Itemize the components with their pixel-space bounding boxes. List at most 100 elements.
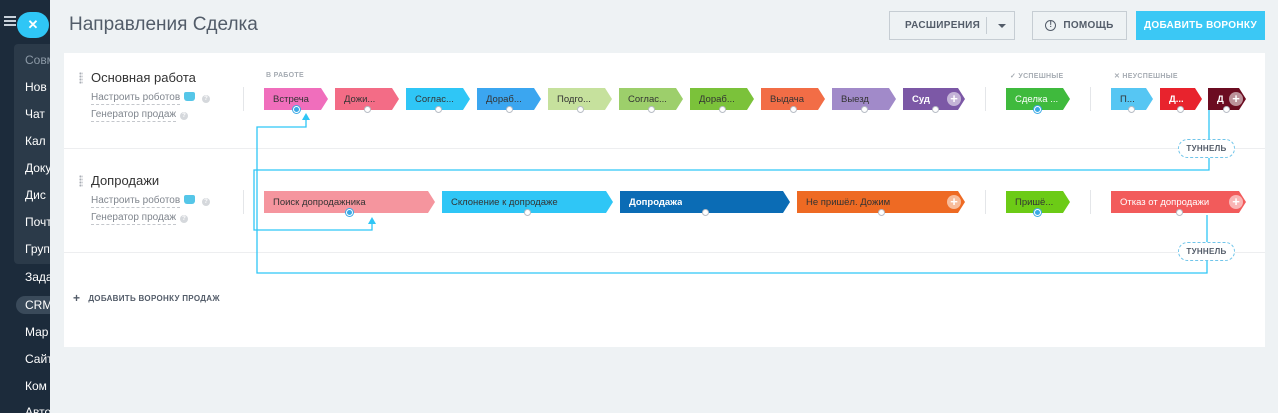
- close-button[interactable]: ✕: [17, 12, 49, 38]
- drag-handle[interactable]: [79, 72, 83, 84]
- divider: [985, 87, 986, 111]
- stage-connector-dot[interactable]: [790, 106, 797, 113]
- stage-label: Пришё...: [1015, 196, 1054, 208]
- sidebar-item[interactable]: Сайт: [25, 352, 50, 366]
- stage-connector-dot[interactable]: [506, 106, 513, 113]
- sidebar-highlight: [14, 44, 50, 264]
- generator-link[interactable]: Генератор продаж: [91, 212, 177, 225]
- help-label: ПОМОЩЬ: [1063, 20, 1114, 31]
- stage-connector-dot[interactable]: [1223, 106, 1230, 113]
- help-icon[interactable]: ?: [180, 112, 188, 120]
- stage-label: Не пришёл. Дожим: [806, 196, 891, 208]
- stage-label: Сделка ...: [1015, 93, 1059, 105]
- sidebar-item-crm[interactable]: CRM: [16, 296, 50, 314]
- divider: [985, 190, 986, 214]
- stage-connector-dot[interactable]: [524, 209, 531, 216]
- stage-success[interactable]: Сделка ...: [1006, 88, 1070, 110]
- stage-connector-dot[interactable]: [702, 209, 709, 216]
- sidebar-item[interactable]: Доку: [25, 161, 50, 175]
- stage-connector-dot[interactable]: [878, 209, 885, 216]
- robots-link[interactable]: Настроить роботов: [91, 195, 181, 208]
- close-icon: ✕: [27, 17, 39, 32]
- divider: [1090, 190, 1091, 214]
- sidebar-item[interactable]: Почт: [25, 215, 50, 229]
- help-icon: !: [1045, 20, 1057, 31]
- stage-connector-dot[interactable]: [648, 106, 655, 113]
- robot-icon: [184, 92, 195, 101]
- stage-label: Выезд: [841, 93, 869, 105]
- stage-connector-dot[interactable]: [364, 106, 371, 113]
- plus-icon[interactable]: +: [1229, 92, 1243, 106]
- help-button[interactable]: ! ПОМОЩЬ: [1032, 11, 1127, 40]
- add-funnel-button[interactable]: ДОБАВИТЬ ВОРОНКУ: [1136, 11, 1265, 40]
- stage-label: Отказ от допродажи: [1120, 196, 1210, 208]
- stage[interactable]: Дожи...: [335, 88, 399, 110]
- chevron-down-icon[interactable]: [998, 24, 1006, 28]
- help-icon[interactable]: ?: [202, 95, 210, 103]
- stage-label: Допродажа: [629, 196, 683, 208]
- help-icon[interactable]: ?: [202, 198, 210, 206]
- stage[interactable]: Соглас...: [619, 88, 683, 110]
- group-label-success: ✓ УСПЕШНЫЕ: [1010, 73, 1064, 80]
- stage-label: Подго...: [557, 93, 591, 105]
- stage[interactable]: Соглас...: [406, 88, 470, 110]
- sidebar-item[interactable]: Чат: [25, 107, 45, 121]
- stage-label: Склонение к допродаже: [451, 196, 558, 208]
- stage-connector-dot[interactable]: [1128, 106, 1135, 113]
- stage[interactable]: Встреча: [264, 88, 328, 110]
- sidebar-item[interactable]: Груп: [25, 242, 50, 256]
- stage-connector-dot[interactable]: [1177, 106, 1184, 113]
- plus-icon[interactable]: +: [947, 92, 961, 106]
- stage-label: Дораб...: [486, 93, 522, 105]
- sidebar-item[interactable]: Ком: [25, 379, 47, 393]
- stage-connector-dot[interactable]: [932, 106, 939, 113]
- robots-link[interactable]: Настроить роботов: [91, 92, 181, 105]
- help-icon[interactable]: ?: [180, 215, 188, 223]
- stage-connector-dot[interactable]: [1176, 209, 1183, 216]
- sidebar-item[interactable]: Авто: [25, 405, 50, 413]
- stage-label: Выдача: [770, 93, 805, 105]
- stage-connector-dot[interactable]: [719, 106, 726, 113]
- sidebar-item[interactable]: Зада: [25, 270, 50, 284]
- extensions-button[interactable]: РАСШИРЕНИЯ: [889, 11, 1015, 40]
- stage[interactable]: Подго...: [548, 88, 612, 110]
- sidebar-item[interactable]: Кал: [25, 134, 46, 148]
- app-sidebar: Совм Нов Чат Кал Доку Дис Почт Груп Зада…: [0, 0, 50, 413]
- plus-icon[interactable]: +: [1229, 195, 1243, 209]
- stage[interactable]: Выезд: [832, 88, 896, 110]
- sidebar-item[interactable]: Мар: [25, 325, 49, 339]
- stage-connector-dot[interactable]: [861, 106, 868, 113]
- generator-link[interactable]: Генератор продаж: [91, 109, 177, 122]
- stage-fail[interactable]: П...: [1111, 88, 1153, 110]
- stage-label: П...: [1120, 93, 1135, 105]
- divider: [1090, 87, 1091, 111]
- stage-connector-dot[interactable]: [1034, 209, 1041, 216]
- sidebar-item[interactable]: Дис: [25, 188, 46, 202]
- funnel-name[interactable]: Основная работа: [91, 70, 196, 85]
- stage[interactable]: Дораб...: [690, 88, 754, 110]
- stage-connector-dot[interactable]: [293, 106, 300, 113]
- menu-icon[interactable]: [4, 16, 16, 27]
- stage-connector-dot[interactable]: [1034, 106, 1041, 113]
- stage-connector-dot[interactable]: [346, 209, 353, 216]
- add-sales-funnel-button[interactable]: +ДОБАВИТЬ ВОРОНКУ ПРОДАЖ: [73, 291, 220, 305]
- stage-label: Дожи...: [344, 93, 376, 105]
- stage-fail[interactable]: Д...: [1160, 88, 1202, 110]
- add-sales-funnel-label: ДОБАВИТЬ ВОРОНКУ ПРОДАЖ: [88, 294, 220, 303]
- plus-icon[interactable]: +: [947, 195, 961, 209]
- stage[interactable]: Выдача: [761, 88, 825, 110]
- stage-label: Суд: [912, 93, 930, 105]
- stage-connector-dot[interactable]: [435, 106, 442, 113]
- sidebar-item[interactable]: Совм: [25, 53, 50, 67]
- stage-connector-dot[interactable]: [577, 106, 584, 113]
- stage[interactable]: Дораб...: [477, 88, 541, 110]
- stage-label: Д...: [1169, 93, 1184, 105]
- sidebar-item[interactable]: Нов: [25, 80, 47, 94]
- drag-handle[interactable]: [79, 175, 83, 187]
- divider: [243, 190, 244, 214]
- tunnel-badge[interactable]: ТУННЕЛЬ: [1178, 139, 1235, 158]
- tunnel-badge[interactable]: ТУННЕЛЬ: [1178, 242, 1235, 261]
- divider: [243, 87, 244, 111]
- group-label-fail: ✕ НЕУСПЕШНЫЕ: [1114, 73, 1178, 80]
- funnel-name[interactable]: Допродажи: [91, 173, 160, 188]
